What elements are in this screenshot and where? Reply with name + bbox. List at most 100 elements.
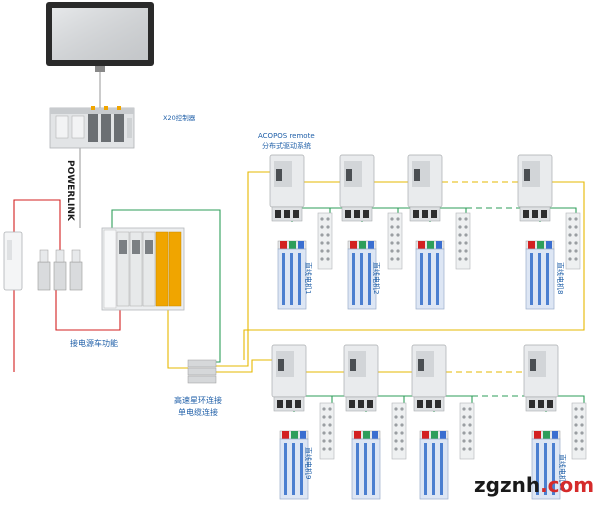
io-terminal: [468, 431, 472, 435]
acopos-subtitle: 分布式驱动系统: [262, 141, 311, 150]
io-terminal: [464, 241, 468, 245]
io-terminal: [568, 233, 572, 237]
motor-stripe: [424, 443, 427, 495]
acopos-title: ACOPOS remote: [258, 132, 315, 140]
motor-stripe: [372, 443, 375, 495]
remote-drive-unit: [271, 344, 335, 500]
io-terminal: [326, 241, 330, 245]
io-terminal: [400, 439, 404, 443]
io-terminal: [468, 439, 472, 443]
io-terminal: [468, 447, 472, 451]
motor-plug-blue: [298, 241, 304, 249]
io-terminal: [396, 241, 400, 245]
motor-plug-red: [280, 241, 287, 249]
io-terminal: [396, 257, 400, 261]
remote-drive-unit: [343, 344, 407, 500]
power-feed-cable: [13, 199, 61, 250]
io-terminal: [462, 447, 466, 451]
io-terminal: [326, 233, 330, 237]
io-terminal: [574, 431, 578, 435]
motor-stripe: [538, 253, 541, 305]
hub-label-2: 单电缆连接: [178, 407, 218, 417]
motor-plug-blue: [440, 431, 446, 439]
drive-port: [523, 210, 529, 218]
drive-port: [363, 210, 369, 218]
io-module: [319, 402, 335, 460]
row1-return: [243, 181, 585, 360]
hmi-panel: [46, 2, 154, 72]
hub-row2-cable: [216, 359, 272, 373]
io-terminal: [462, 431, 466, 435]
motor-plug-red: [418, 241, 425, 249]
io-terminal: [396, 225, 400, 229]
io-terminal: [568, 241, 572, 245]
io-terminal: [574, 439, 578, 443]
remote-drive-unit: [517, 154, 581, 310]
motor-2-label: 直线电机2: [372, 262, 381, 294]
io-terminal: [390, 241, 394, 245]
drive-port: [349, 400, 355, 408]
x20-controller: [49, 106, 135, 149]
drive-port: [345, 210, 351, 218]
powerlink-label: POWERLINK: [65, 160, 75, 222]
io-terminal: [574, 217, 578, 221]
motor-stripe: [282, 253, 285, 305]
io-module: [571, 402, 587, 460]
motor-stripe: [356, 443, 359, 495]
io-terminal: [464, 249, 468, 253]
remote-drive-unit: [269, 154, 333, 310]
motor-plug-blue: [436, 241, 442, 249]
io-terminal: [328, 407, 332, 411]
io-terminal: [574, 241, 578, 245]
motor-stripe: [300, 443, 303, 495]
power-supply: [3, 231, 23, 291]
drive-port: [541, 210, 547, 218]
io-module: [387, 212, 403, 270]
remote-drive-unit: [339, 154, 403, 310]
io-terminal: [394, 423, 398, 427]
drive-display: [276, 169, 282, 181]
io-terminal: [396, 217, 400, 221]
io-terminal: [580, 431, 584, 435]
motor-stripe: [432, 443, 435, 495]
motor-plug-red: [534, 431, 541, 439]
io-terminal: [568, 217, 572, 221]
io-terminal: [322, 447, 326, 451]
io-terminal: [462, 407, 466, 411]
watermark-main: zgznh: [474, 473, 540, 497]
io-terminal: [394, 407, 398, 411]
io-terminal: [580, 447, 584, 451]
io-terminal: [580, 407, 584, 411]
motor-stripe: [352, 253, 355, 305]
motor-stripe: [428, 253, 431, 305]
io-terminal: [568, 225, 572, 229]
drive-port: [354, 210, 360, 218]
drive-port: [431, 210, 437, 218]
drive-port: [293, 210, 299, 218]
x20-label: X20控制器: [163, 113, 196, 122]
io-terminal: [396, 233, 400, 237]
io-terminal: [390, 225, 394, 229]
motor-plug-green: [291, 431, 298, 439]
io-terminal: [458, 249, 462, 253]
io-terminal: [468, 423, 472, 427]
io-terminal: [462, 439, 466, 443]
io-module: [565, 212, 581, 270]
io-terminal: [326, 257, 330, 261]
io-terminal: [580, 423, 584, 427]
motor-plug-green: [537, 241, 544, 249]
acopos-drive-rack: [101, 227, 185, 311]
remote-drive-unit: [411, 344, 475, 500]
drive-port: [538, 400, 544, 408]
io-terminal: [458, 257, 462, 261]
io-terminal: [326, 225, 330, 229]
io-terminal: [464, 257, 468, 261]
motor-stripe: [552, 443, 555, 495]
motor-9-label: 直线电机9: [304, 447, 313, 479]
motor-plug-blue: [552, 431, 558, 439]
io-terminal: [464, 217, 468, 221]
io-terminal: [400, 423, 404, 427]
hub-row1-cable: [216, 171, 270, 367]
motor-plug-green: [363, 431, 370, 439]
